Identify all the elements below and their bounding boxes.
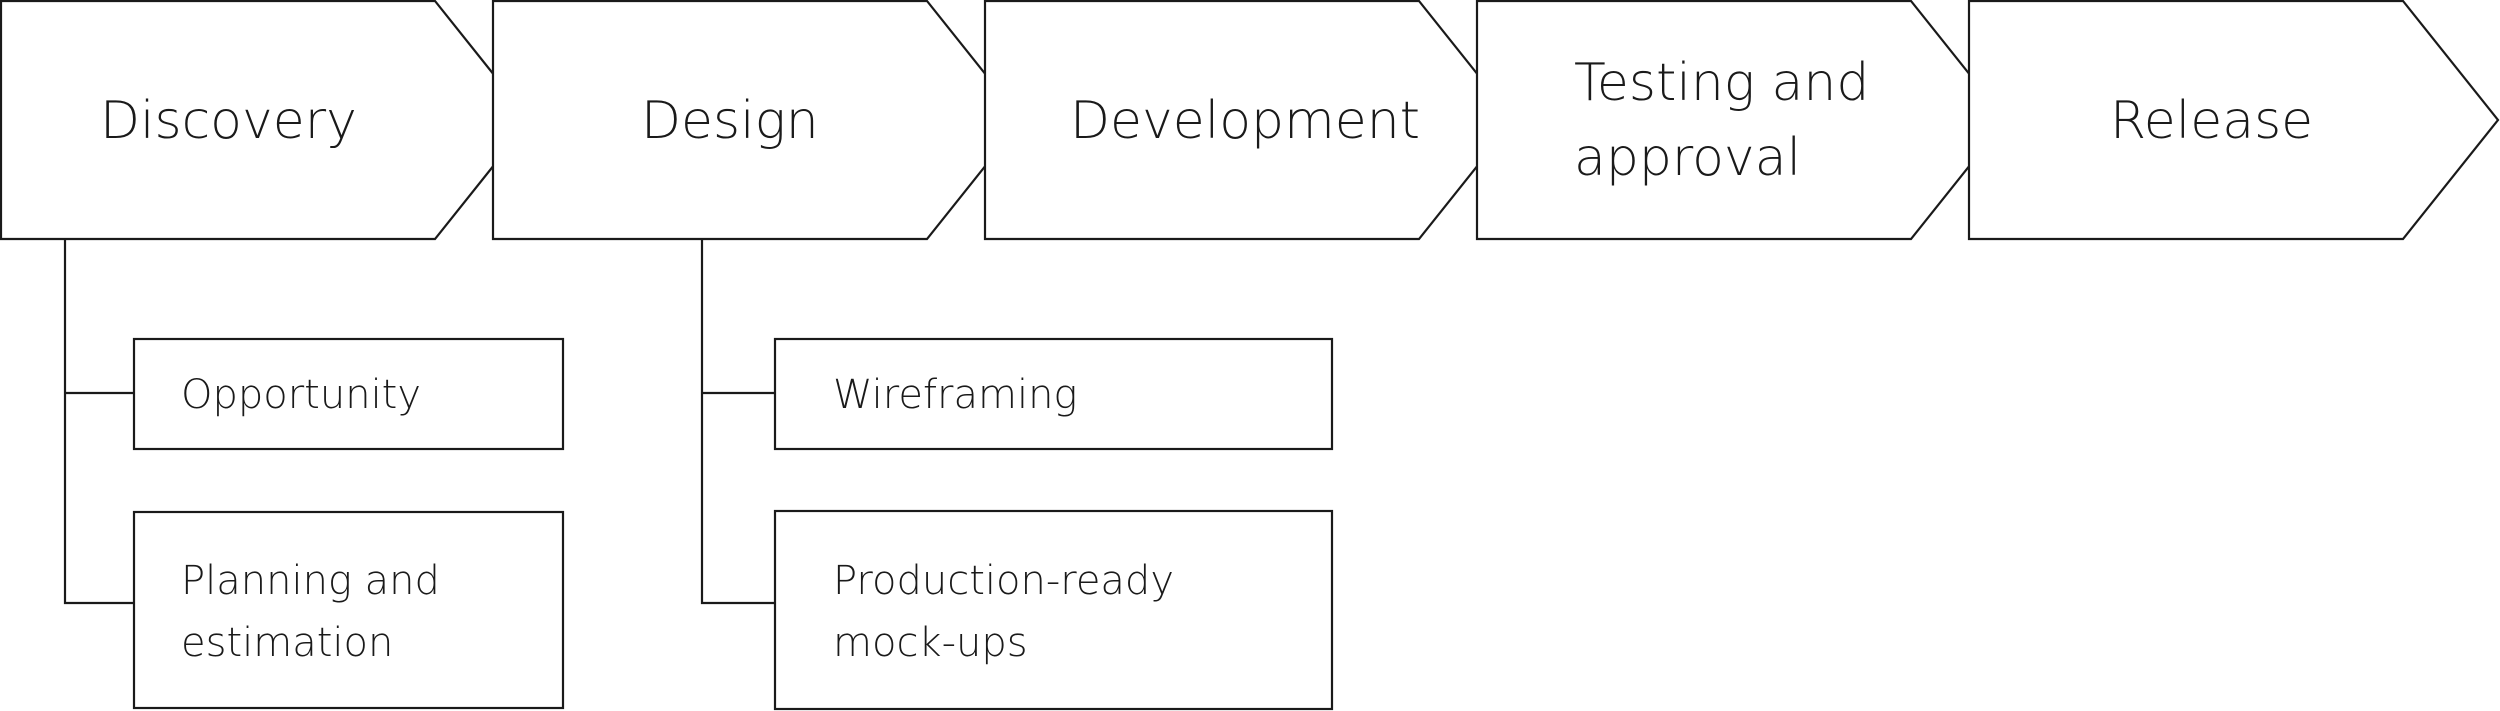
stage-development-label: Development xyxy=(1070,91,1420,151)
task-opportunity-label: Opportunity xyxy=(181,372,421,418)
stage-development: Development xyxy=(983,0,1516,241)
task-production-ready-mock-ups-line-2: mock-ups xyxy=(833,620,1028,666)
discovery-connector xyxy=(63,239,134,605)
task-opportunity-box xyxy=(132,337,565,451)
stage-testing-and-approval: Testing and approval xyxy=(1475,0,2008,241)
stage-release-shape xyxy=(1967,0,2500,241)
design-connector xyxy=(700,239,775,605)
stage-testing-and-approval-shape xyxy=(1475,0,2008,241)
task-planning-and-estimation-line-1: Planning and xyxy=(181,558,440,604)
task-planning-and-estimation-box xyxy=(132,510,565,710)
task-planning-and-estimation: Planning and estimation xyxy=(132,510,565,710)
task-production-ready-mock-ups-box xyxy=(773,509,1334,711)
task-opportunity: Opportunity xyxy=(132,337,565,451)
stage-development-shape xyxy=(983,0,1516,241)
stage-discovery-label: Discovery xyxy=(100,91,357,151)
task-planning-and-estimation-label: Planning and estimation xyxy=(181,558,453,666)
task-wireframing: Wireframing xyxy=(773,337,1334,451)
stage-testing-and-approval-line-1: Testing and xyxy=(1574,53,1869,113)
task-production-ready-mock-ups: Production-ready mock-ups xyxy=(773,509,1334,711)
stage-release: Release xyxy=(1967,0,2500,241)
task-planning-and-estimation-line-2: estimation xyxy=(181,620,393,666)
task-wireframing-box xyxy=(773,337,1334,451)
discovery-connector-line xyxy=(63,239,134,605)
stage-discovery-shape xyxy=(0,0,532,241)
stage-design: Design xyxy=(491,0,1024,241)
task-wireframing-label: Wireframing xyxy=(833,372,1077,418)
stage-testing-and-approval-label: Testing and approval xyxy=(1574,53,1886,188)
stage-discovery: Discovery xyxy=(0,0,532,241)
task-production-ready-mock-ups-label: Production-ready mock-ups xyxy=(833,558,1187,666)
stage-design-label: Design xyxy=(641,91,819,151)
stage-testing-and-approval-line-2: approval xyxy=(1574,128,1801,188)
design-connector-line xyxy=(700,239,775,605)
stage-design-shape xyxy=(491,0,1024,241)
stage-release-label: Release xyxy=(2110,91,2313,151)
task-production-ready-mock-ups-line-1: Production-ready xyxy=(833,558,1174,604)
